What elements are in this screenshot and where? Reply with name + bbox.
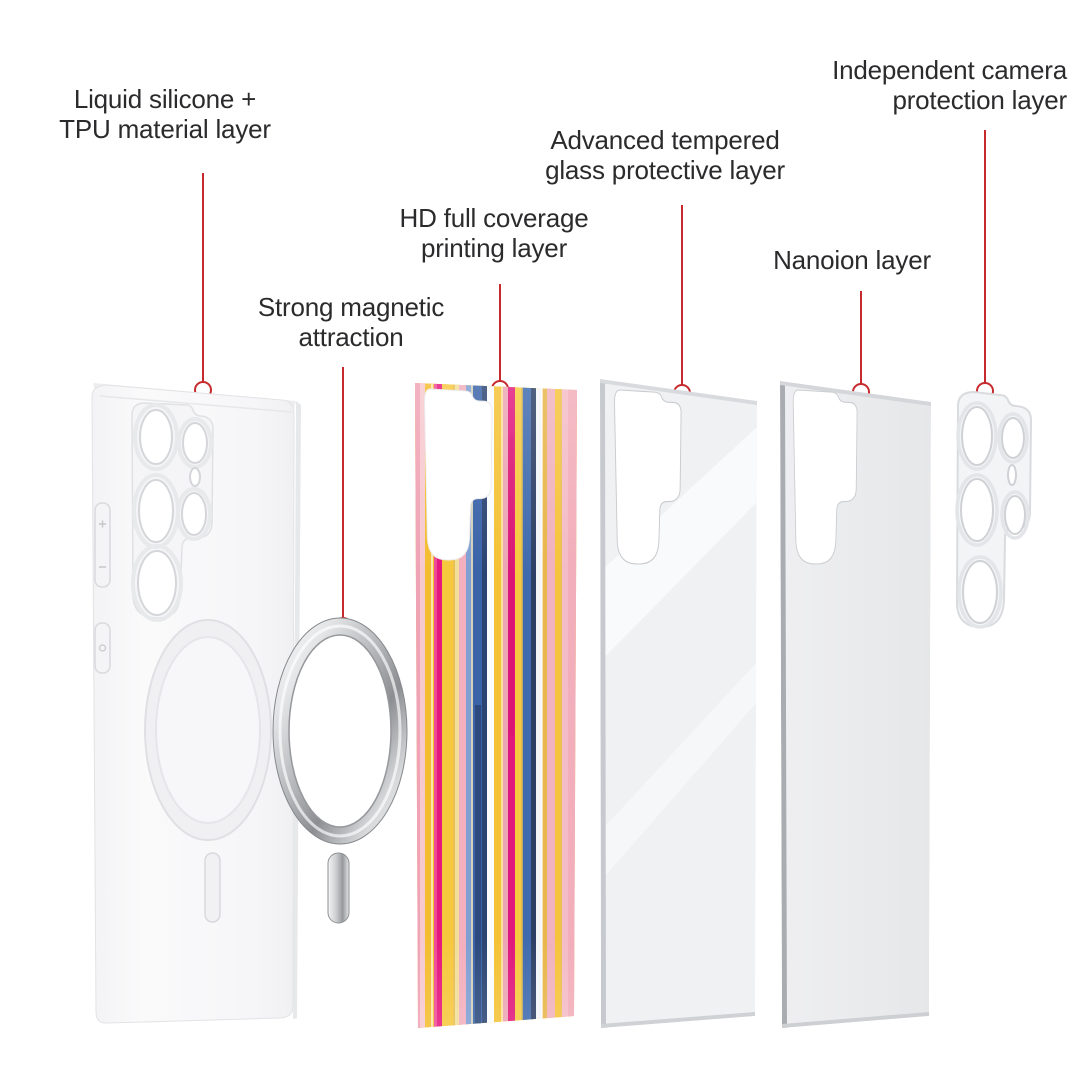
protector-hole-5 xyxy=(1004,495,1026,535)
protector-hole-4 xyxy=(1001,417,1025,459)
nanoion-camera-cutout xyxy=(792,389,858,565)
glass-camera-cutout xyxy=(614,389,682,565)
callout-line-glass xyxy=(681,205,683,385)
label-liquid-silicone-tpu: Liquid silicone + TPU material layer xyxy=(59,84,271,144)
case-inner-seam xyxy=(99,395,293,413)
label-tempered-glass: Advanced tempered glass protective layer xyxy=(545,125,785,185)
nanoion-layer xyxy=(780,381,931,1028)
lens-hole-3 xyxy=(137,550,177,616)
callout-line-magnet xyxy=(342,367,344,617)
magnetic-pill xyxy=(327,852,350,924)
protector-hole-3 xyxy=(962,560,998,624)
alignment-slot xyxy=(204,852,221,923)
callout-line-camera xyxy=(984,130,986,383)
print-artwork xyxy=(415,383,577,1028)
label-strong-magnetic: Strong magnetic attraction xyxy=(257,292,445,352)
volume-button xyxy=(94,502,111,588)
callout-line-silicone xyxy=(202,173,204,382)
print-camera-cutout xyxy=(424,388,493,561)
lens-hole-1 xyxy=(139,409,173,465)
power-icon xyxy=(98,644,107,652)
printed-layer xyxy=(415,383,577,1028)
callout-line-print xyxy=(499,284,501,381)
tempered-glass-layer xyxy=(600,379,757,1028)
flash-hole xyxy=(189,467,201,487)
phone-case-layer xyxy=(91,383,301,1024)
camera-protector-holes xyxy=(955,401,1030,629)
magnetic-ring-layer xyxy=(272,617,408,924)
lens-hole-4 xyxy=(182,422,208,464)
lens-holes xyxy=(131,403,213,622)
protector-hole-1 xyxy=(961,406,993,466)
power-button xyxy=(94,622,111,674)
label-camera-protection: Independent camera protection layer xyxy=(832,55,1067,115)
magnetic-ring-hole xyxy=(288,634,392,828)
label-nanoion: Nanoion layer xyxy=(773,245,931,275)
magsafe-recess xyxy=(144,619,272,841)
lens-hole-2 xyxy=(138,479,174,543)
protector-hole-2 xyxy=(960,478,994,542)
protector-flash-hole xyxy=(1007,464,1017,486)
volume-plus-icon xyxy=(99,520,106,528)
label-hd-printing: HD full coverage printing layer xyxy=(399,203,589,263)
callout-line-nanoion xyxy=(860,291,862,384)
camera-protector-layer xyxy=(955,390,1033,629)
lens-hole-5 xyxy=(181,492,207,536)
magnetic-ring-highlight xyxy=(278,624,402,838)
